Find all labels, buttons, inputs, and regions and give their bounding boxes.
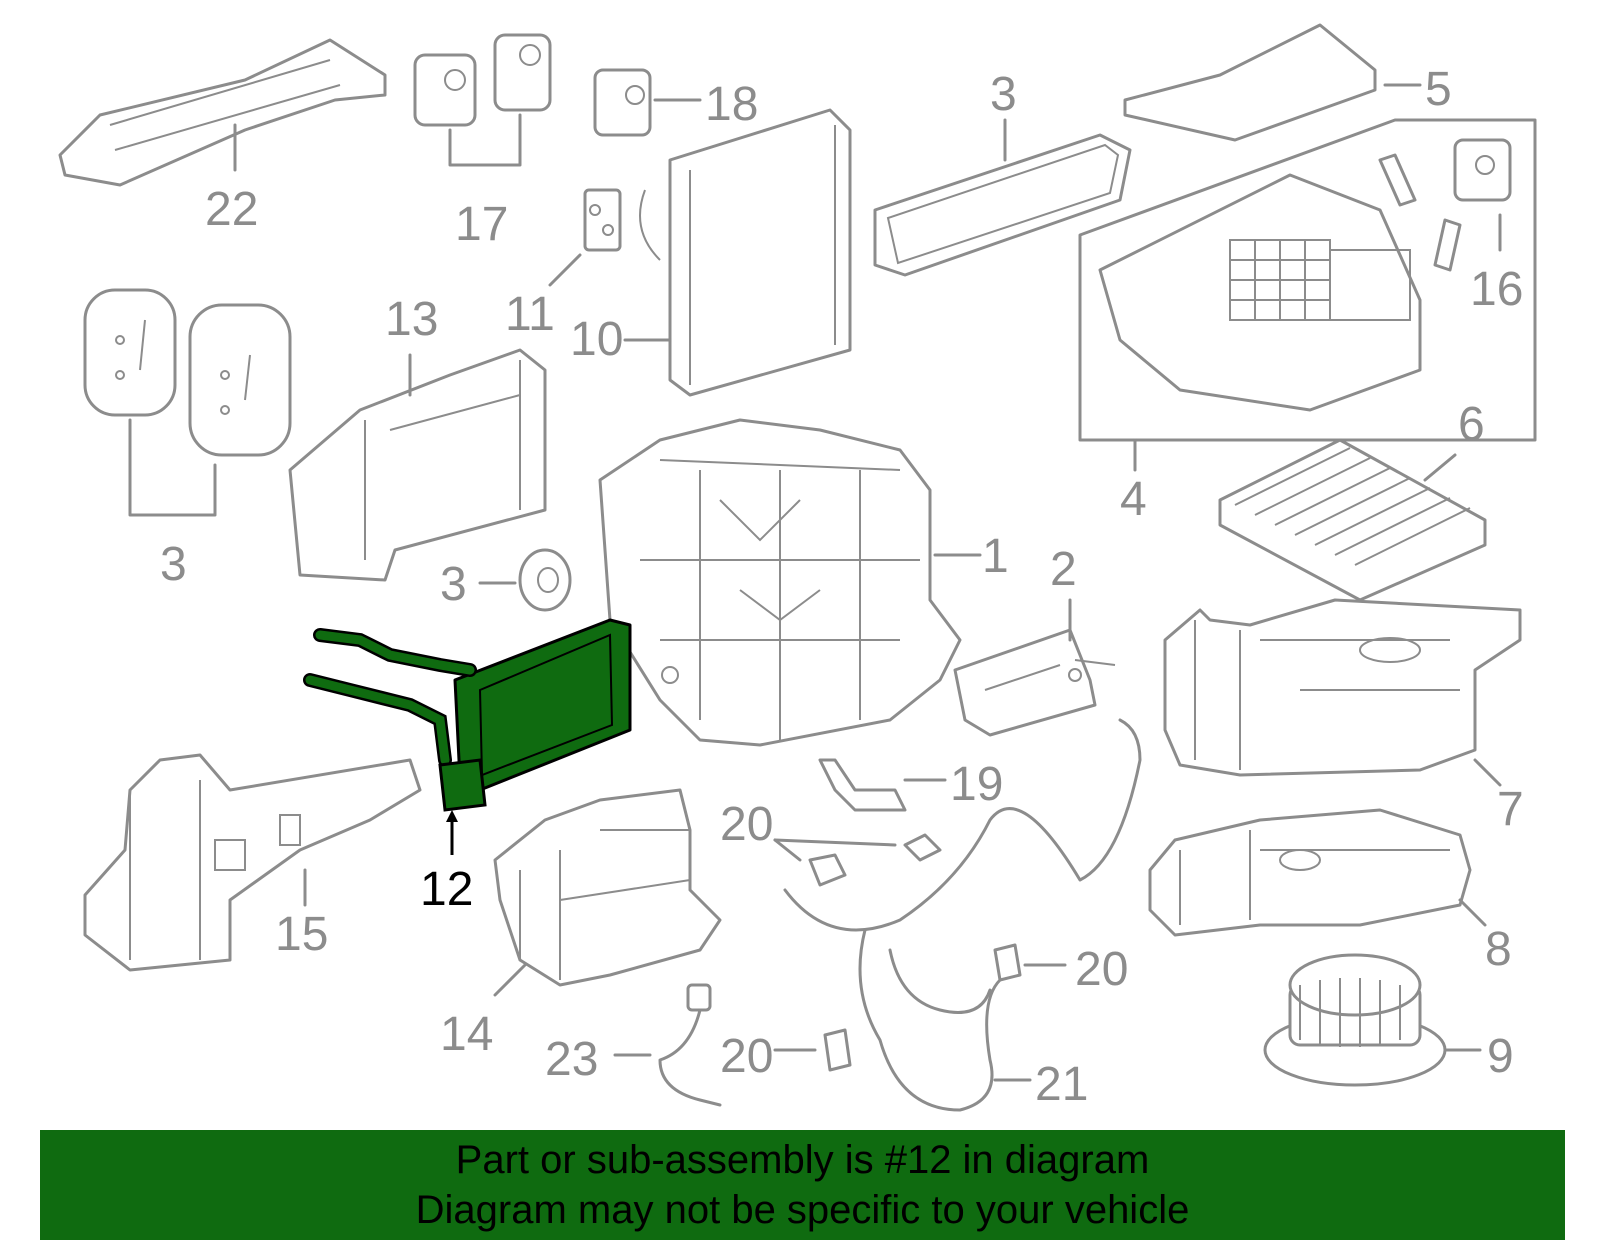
part-22-duct — [58, 38, 387, 187]
callout-20-a: 20 — [720, 798, 773, 851]
callout-17: 17 — [455, 198, 508, 251]
callout-3-top: 3 — [990, 68, 1017, 121]
callout-1: 1 — [982, 530, 1009, 583]
callout-12: 12 — [420, 863, 473, 916]
callout-20-b: 20 — [1075, 943, 1128, 996]
part-13-housing — [288, 348, 547, 582]
callout-2: 2 — [1050, 543, 1077, 596]
callout-5: 5 — [1425, 63, 1452, 116]
part-12-heater-core — [303, 618, 632, 812]
part-9-blower-motor — [1263, 953, 1482, 1087]
callout-19: 19 — [950, 758, 1003, 811]
callout-6: 6 — [1458, 398, 1485, 451]
part-16-actuator — [1378, 138, 1512, 272]
part-3-gasket-top — [873, 118, 1132, 277]
callout-14: 14 — [440, 1008, 493, 1061]
part-19-sensor — [818, 758, 947, 812]
callout-7: 7 — [1497, 783, 1524, 836]
part-10-evaporator — [623, 108, 852, 397]
callout-3-mid: 3 — [440, 558, 467, 611]
callout-4: 4 — [1120, 473, 1147, 526]
part-17-actuators — [413, 33, 552, 167]
part-4-blower-case — [1078, 118, 1537, 472]
part-3-seals-left — [83, 288, 292, 517]
banner-line-1: Part or sub-assembly is #12 in diagram — [455, 1138, 1150, 1182]
callout-13: 13 — [385, 293, 438, 346]
arrow-12-head — [446, 810, 458, 822]
part-2-module — [953, 598, 1116, 737]
part-15-duct — [83, 753, 422, 972]
part-1-hvac-case — [598, 418, 982, 747]
part-8-blower-housing — [1148, 808, 1487, 937]
callout-16: 16 — [1470, 263, 1523, 316]
callout-9: 9 — [1487, 1030, 1514, 1083]
part-5-cover — [1123, 23, 1422, 142]
callout-3-left: 3 — [160, 538, 187, 591]
part-11-expansion-valve — [548, 188, 622, 287]
part-6-cabin-filter — [1218, 438, 1487, 602]
callout-20-c: 20 — [720, 1030, 773, 1083]
info-banner: Part or sub-assembly is #12 in diagram D… — [40, 1130, 1565, 1240]
callout-18: 18 — [705, 78, 758, 131]
callout-11: 11 — [505, 288, 555, 341]
callout-8: 8 — [1485, 923, 1512, 976]
callout-21: 21 — [1035, 1058, 1088, 1111]
part-20-connectors — [773, 833, 1067, 1072]
part-23-hose — [613, 983, 722, 1107]
part-21-wiring-harness — [783, 718, 1142, 1112]
callout-10: 10 — [570, 313, 623, 366]
callout-23: 23 — [545, 1033, 598, 1086]
part-3-round-seal — [478, 548, 572, 612]
part-14-distribution — [493, 788, 722, 997]
part-7-lower-case — [1163, 598, 1522, 787]
part-18-actuator — [593, 68, 702, 137]
callout-22: 22 — [205, 183, 258, 236]
banner-line-2: Diagram may not be specific to your vehi… — [415, 1188, 1190, 1232]
callout-15: 15 — [275, 908, 328, 961]
